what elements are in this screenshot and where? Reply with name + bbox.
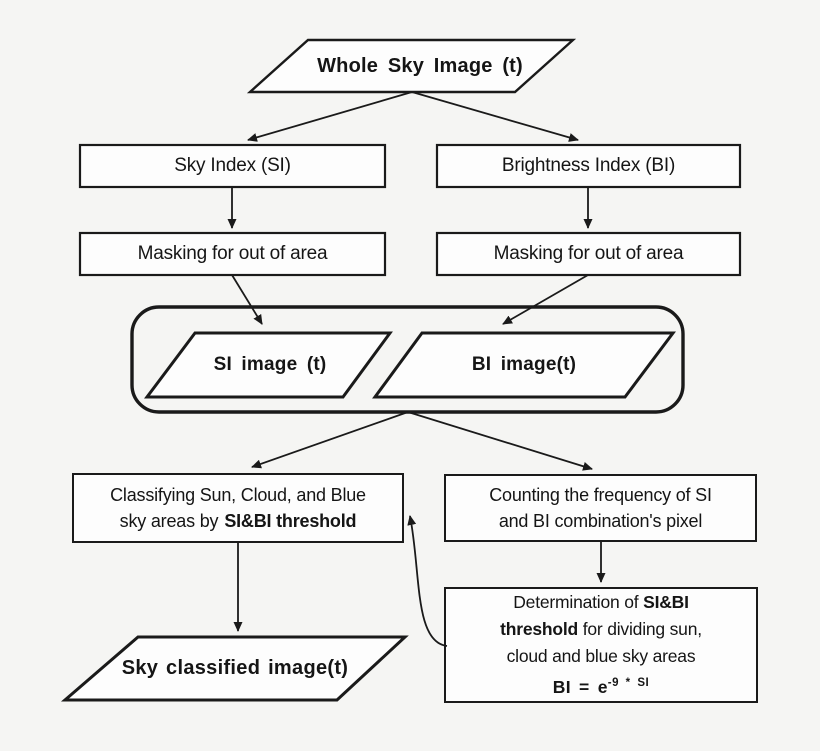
sky-index-box bbox=[78, 143, 387, 189]
counting-line1: Counting the frequency of SI bbox=[489, 485, 712, 505]
masking-right-box bbox=[435, 231, 742, 277]
sky-classified-label: Sky classified image(t) bbox=[121, 657, 349, 679]
determination-line2-bold: threshold bbox=[500, 619, 579, 640]
bi-image-label: BI image(t) bbox=[471, 354, 577, 376]
masking-right-label: Masking for out of area bbox=[493, 243, 684, 265]
classify-label: Classifying Sun, Cloud, and Blue sky are… bbox=[73, 474, 403, 542]
brightness-index-label: Brightness Index (BI) bbox=[501, 155, 676, 177]
si-image-label: SI image (t) bbox=[213, 354, 327, 376]
determination-line3: cloud and blue sky areas bbox=[506, 646, 696, 667]
determination-line1: Determination of SI&BI bbox=[513, 589, 689, 616]
arrow-container-to-classify bbox=[251, 411, 409, 469]
classify-line2-bold: SI&BI threshold bbox=[224, 511, 357, 531]
masking-left-label: Masking for out of area bbox=[137, 243, 328, 265]
determination-line1-bold: SI&BI bbox=[643, 592, 689, 613]
classify-line1: Classifying Sun, Cloud, and Blue bbox=[110, 485, 366, 505]
arrow-wholesky-to-brightness bbox=[411, 91, 579, 142]
determination-box bbox=[444, 587, 758, 703]
whole-sky-parallelogram bbox=[246, 38, 577, 94]
determination-formula: BI = e-9 * SI bbox=[553, 670, 649, 701]
arrow-masking-to-siimage bbox=[231, 274, 263, 325]
counting-label: Counting the frequency of SI and BI comb… bbox=[445, 475, 756, 541]
masking-left-box bbox=[78, 231, 387, 277]
formula-base: BI = e bbox=[552, 676, 608, 697]
determination-line2: threshold for dividing sun, bbox=[500, 616, 702, 643]
classify-box bbox=[72, 473, 404, 543]
whole-sky-label: Whole Sky Image (t) bbox=[317, 54, 523, 77]
si-image-parallelogram bbox=[144, 331, 393, 399]
counting-box bbox=[444, 474, 757, 542]
determination-label: Determination of SI&BI threshold for div… bbox=[445, 588, 757, 702]
arrow-determination-to-classify bbox=[407, 515, 448, 647]
sky-index-label: Sky Index (SI) bbox=[174, 155, 291, 177]
formula-exponent: -9 * SI bbox=[607, 677, 650, 690]
determination-line2-normal: for dividing sun, bbox=[582, 619, 702, 640]
determination-line1-normal: Determination of bbox=[513, 592, 639, 613]
counting-line2: and BI combination's pixel bbox=[498, 511, 703, 531]
classify-line2-normal: sky areas by bbox=[119, 511, 219, 531]
bi-image-parallelogram bbox=[372, 331, 676, 399]
arrow-wholesky-to-skyindex bbox=[247, 91, 413, 142]
arrow-masking-to-biimage bbox=[502, 274, 589, 325]
sky-classified-parallelogram bbox=[60, 635, 409, 702]
arrow-container-to-counting bbox=[407, 411, 593, 471]
